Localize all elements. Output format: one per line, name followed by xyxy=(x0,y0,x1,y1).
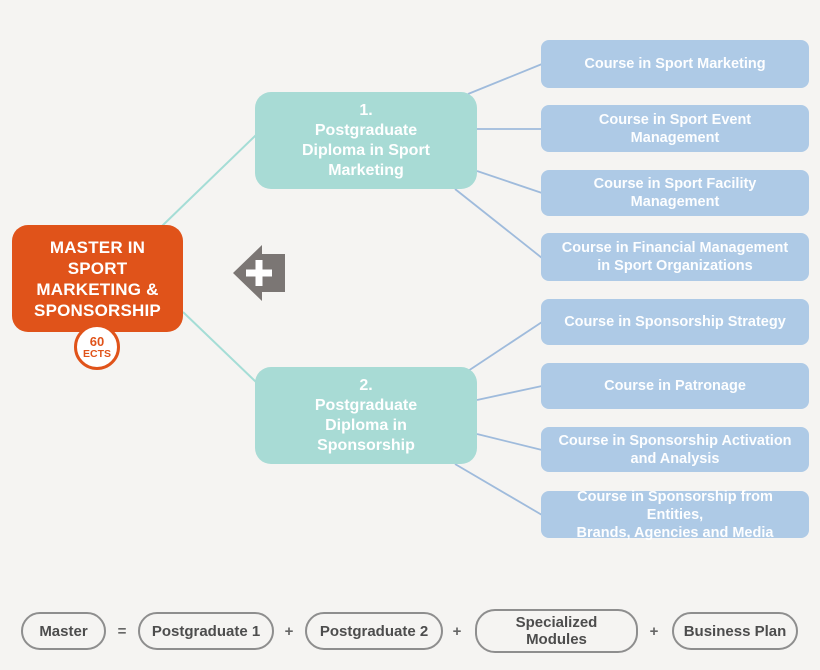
connector-master-diploma2 xyxy=(182,311,257,383)
formula-term-specialized-modules: Specialized Modules xyxy=(475,609,638,653)
formula-term-label: Postgraduate 2 xyxy=(319,622,429,640)
formula-term-postgraduate-2: Postgraduate 2 xyxy=(305,612,443,650)
connector-diploma1-course1 xyxy=(467,63,543,95)
ects-badge: 60 ECTS xyxy=(74,324,120,370)
course-box-sport-facility-management: Course in Sport Facility Management xyxy=(541,170,809,216)
course-label: Course in Patronage xyxy=(604,378,746,394)
formula-term-postgraduate-1: Postgraduate 1 xyxy=(138,612,274,650)
course-box-sponsorship-entities: Course in Sponsorship from Entities, Bra… xyxy=(541,489,809,541)
course-box-sport-event-management: Course in Sport Event Management xyxy=(541,105,809,152)
connector-diploma1-course3 xyxy=(476,170,543,194)
course-label: Course in Sport Marketing xyxy=(584,56,766,72)
left-arrow-plus-icon xyxy=(233,245,285,301)
course-box-sport-marketing: Course in Sport Marketing xyxy=(541,40,809,88)
plus-sign: + xyxy=(284,622,294,640)
formula-term-label: Business Plan xyxy=(683,622,787,640)
formula-term-label: Postgraduate 1 xyxy=(151,622,261,640)
formula-term-business-plan: Business Plan xyxy=(672,612,798,650)
plus-sign: + xyxy=(452,622,462,640)
master-title: MASTER IN SPORT MARKETING & SPONSORSHIP xyxy=(34,237,161,320)
formula-term-master: Master xyxy=(21,612,106,650)
formula-term-label: Specialized Modules xyxy=(515,614,598,648)
diploma-1-box: 1. Postgraduate Diploma in Sport Marketi… xyxy=(255,92,477,189)
connector-diploma2-course8 xyxy=(454,463,543,516)
connector-diploma2-course5 xyxy=(467,321,543,372)
course-label: Course in Financial Management in Sport … xyxy=(561,240,789,274)
course-label: Course in Sponsorship Strategy xyxy=(564,314,786,330)
course-label: Course in Sport Facility Management xyxy=(593,176,757,210)
plus-sign: + xyxy=(649,622,659,640)
equals-sign: = xyxy=(117,622,127,640)
formula-term-label: Master xyxy=(39,622,88,640)
course-box-patronage: Course in Patronage xyxy=(541,363,809,409)
connector-diploma2-course7 xyxy=(476,433,543,451)
course-label: Course in Sponsorship from Entities, Bra… xyxy=(576,488,774,541)
course-box-sponsorship-activation: Course in Sponsorship Activation and Ana… xyxy=(541,427,809,472)
connector-master-diploma1 xyxy=(161,134,257,227)
diploma-2-label: 2. Postgraduate Diploma in Sponsorship xyxy=(314,376,418,454)
course-label: Course in Sponsorship Activation and Ana… xyxy=(558,432,792,467)
course-label: Course in Sport Event Management xyxy=(598,111,752,146)
ects-label: ECTS xyxy=(82,347,111,360)
ects-value: 60 xyxy=(89,333,105,349)
connector-diploma2-course6 xyxy=(476,385,543,401)
connector-diploma1-course4 xyxy=(454,188,543,259)
diploma-1-label: 1. Postgraduate Diploma in Sport Marketi… xyxy=(302,101,430,179)
course-box-sponsorship-strategy: Course in Sponsorship Strategy xyxy=(541,299,809,345)
diploma-2-box: 2. Postgraduate Diploma in Sponsorship xyxy=(255,367,477,464)
course-box-financial-management: Course in Financial Management in Sport … xyxy=(541,233,809,281)
plus-arrow-icon xyxy=(233,244,285,302)
master-title-box: MASTER IN SPORT MARKETING & SPONSORSHIP xyxy=(12,225,183,332)
